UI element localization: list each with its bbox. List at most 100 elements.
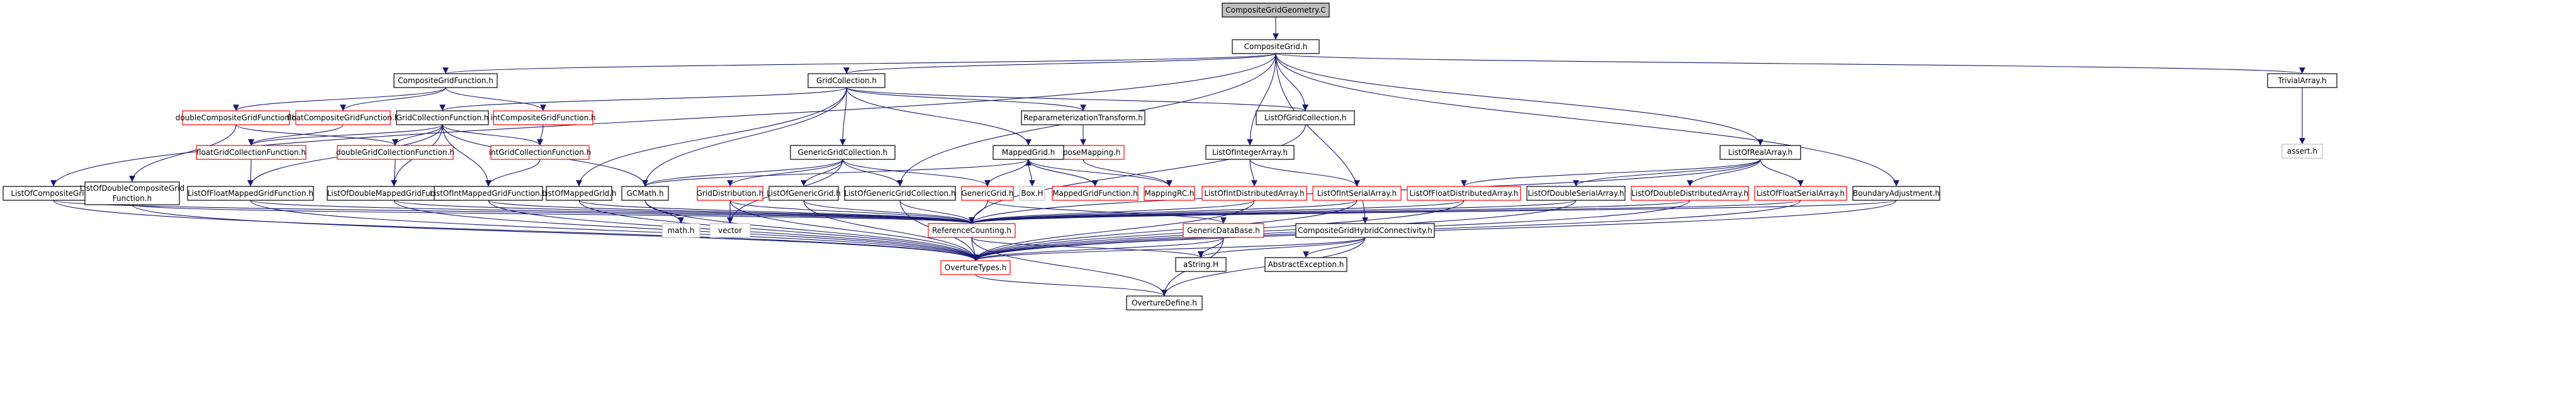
graph-node-vector: vector [709, 223, 751, 238]
node-box [993, 145, 1064, 160]
graph-node-griddistribution-h[interactable]: GridDistribution.h [697, 186, 764, 201]
node-box [1175, 257, 1227, 272]
graph-node-intcompositegridfunction-h[interactable]: intCompositeGridFunction.h [490, 110, 596, 125]
edge-CompositeGrid_h-to-ListOfGridCollection_h [1275, 53, 1308, 111]
graph-node-intgridcollectionfunction-h[interactable]: intGridCollectionFunction.h [489, 145, 592, 160]
node-label: ListOfGenericGrid.h [767, 189, 841, 198]
graph-node-floatcompositegridfunction-h[interactable]: floatCompositeGridFunction.h [287, 110, 400, 125]
graph-node-abstractexception-h[interactable]: AbstractException.h [1264, 257, 1347, 272]
graph-node-listoffloatmappedgridfunction-h[interactable]: ListOfFloatMappedGridFunction.h [187, 186, 314, 201]
edge-ListOfMappedGrid_h-to-ReferenceCounting_h [578, 200, 975, 224]
graph-node-compositegridgeometry-c[interactable]: CompositeGridGeometry.C [1222, 3, 1330, 18]
graph-node-listofcompositegrid-h[interactable]: ListOfCompositeGrid.h [3, 186, 104, 201]
graph-node-listofgenericgridcollection-h[interactable]: ListOfGenericGridCollection.h [844, 186, 956, 201]
node-label: CompositeGridGeometry.C [1225, 6, 1326, 14]
node-box [1144, 186, 1195, 201]
edge-CompositeGrid_h-to-ListOfIntegerArray_h [1247, 53, 1276, 146]
node-label: ReferenceCounting.h [932, 226, 1011, 235]
node-box [493, 110, 593, 125]
edge-GenericGridCollection_h-to-GenericGrid_h [842, 159, 991, 187]
node-box [295, 110, 391, 125]
edge-doubleCompositeGridFunction_h-to-doubleGridCollectionFunction_h [235, 124, 398, 146]
node-box [807, 73, 886, 88]
graph-node-listofintmappedgridfunction-h[interactable]: ListOfIntMappedGridFunction.h [430, 186, 547, 201]
node-label: CompositeGridFunction.h [398, 76, 493, 85]
graph-node-listofintserialarray-h[interactable]: ListOfIntSerialArray.h [1312, 186, 1402, 201]
graph-node-referencecounting-h[interactable]: ReferenceCounting.h [928, 223, 1016, 238]
graph-node-doublegridcollectionfunction-h[interactable]: doubleGridCollectionFunction.h [336, 145, 454, 160]
node-label: GenericDataBase.h [1187, 226, 1260, 235]
node-label: ListOfDoubleMappedGridFunction.h [327, 189, 461, 198]
graph-node-listofintdistributedarray-h[interactable]: ListOfIntDistributedArray.h [1201, 186, 1307, 201]
node-box [1232, 39, 1320, 54]
graph-node-gridcollection-h[interactable]: GridCollection.h [807, 73, 886, 88]
graph-node-gcmath-h[interactable]: GCMath.h [621, 186, 669, 201]
graph-node-floatgridcollectionfunction-h[interactable]: floatGridCollectionFunction.h [196, 145, 307, 160]
graph-node-overturedefine-h[interactable]: OvertureDefine.h [1126, 295, 1203, 310]
graph-node-astring-h[interactable]: aString.H [1175, 257, 1227, 272]
graph-node-genericgrid-h[interactable]: GenericGrid.h [961, 186, 1014, 201]
edge-MappedGrid_h-to-GCMath_h [642, 159, 1029, 187]
edges-layer [50, 16, 2305, 297]
graph-node-genericgridcollection-h[interactable]: GenericGridCollection.h [790, 145, 896, 160]
graph-node-doublecompositegridfunction-h[interactable]: doubleCompositeGridFunction.h [176, 110, 297, 125]
node-label: ListOfDoubleSerialArray.h [1527, 189, 1624, 198]
graph-node-listofgridcollection-h[interactable]: ListOfGridCollection.h [1256, 110, 1355, 125]
node-box [1201, 186, 1307, 201]
graph-node-mappingrc-h[interactable]: MappingRC.h [1144, 186, 1195, 201]
edge-ListOfDoubleDistributedArray_h-to-ReferenceCounting_h [969, 200, 1690, 224]
graph-node-listofdoubleserialarray-h[interactable]: ListOfDoubleSerialArray.h [1526, 186, 1626, 201]
edge-GridCollectionFunction_h-to-intGridCollectionFunction_h [442, 124, 543, 146]
graph-node-mappedgridfunction-h[interactable]: MappedGridFunction.h [1052, 186, 1139, 201]
graph-node-listofdoubledistributedarray-h[interactable]: ListOfDoubleDistributedArray.h [1631, 186, 1749, 201]
graph-node-listofgenericgrid-h[interactable]: ListOfGenericGrid.h [767, 186, 841, 201]
edge-GridCollection_h-to-GCMath_h [642, 87, 847, 187]
graph-node-listoffloatdistributedarray-h[interactable]: ListOfFloatDistributedArray.h [1407, 186, 1521, 201]
edge-ReferenceCounting_h-to-OvertureDefine_h [971, 237, 1167, 297]
node-box [393, 73, 498, 88]
graph-node-listoffloatserialarray-h[interactable]: ListOfFloatSerialArray.h [1754, 186, 1847, 201]
edge-BoundaryAdjustment_h-to-OvertureTypes_h [972, 200, 1897, 261]
edge-GridCollection_h-to-GridCollectionFunction_h [439, 87, 847, 111]
graph-node-listofdoublemappedgridfunction-h[interactable]: ListOfDoubleMappedGridFunction.h [327, 186, 461, 201]
edge-ListOfDoubleCompositeGridFunction_h-to-ReferenceCounting_h [132, 204, 975, 224]
graph-node-boundaryadjustment-h[interactable]: BoundaryAdjustment.h [1852, 186, 1940, 201]
graph-node-listofintegerarray-h[interactable]: ListOfIntegerArray.h [1205, 145, 1295, 160]
edge-ListOfDoubleSerialArray_h-to-OvertureTypes_h [972, 200, 1577, 261]
graph-node-genericdatabase-h[interactable]: GenericDataBase.h [1183, 223, 1264, 238]
graph-node-listofmappedgrid-h[interactable]: ListOfMappedGrid.h [541, 186, 617, 201]
edge-MappedGridFunction_h-to-MappedGrid_h [1025, 159, 1096, 187]
node-box [1526, 186, 1626, 201]
node-box [1183, 223, 1264, 238]
node-label: ListOfGenericGridCollection.h [844, 189, 955, 198]
node-box [2281, 144, 2323, 159]
node-label: AbstractException.h [1268, 260, 1344, 269]
graph-node-compositegrid-h[interactable]: CompositeGrid.h [1232, 39, 1320, 54]
graph-node-trivialarray-h[interactable]: TrivialArray.h [2267, 73, 2337, 88]
node-box [84, 181, 180, 205]
graph-node-compositegridhybridconnectivity-h[interactable]: CompositeGridHybridConnectivity.h [1295, 223, 1435, 238]
node-label: GenericGridCollection.h [798, 148, 888, 157]
edge-GridCollectionFunction_h-to-ListOfIntMappedGridFunction_h [442, 124, 492, 187]
node-label: assert.h [2287, 147, 2317, 156]
graph-node-overturetypes-h[interactable]: OvertureTypes.h [940, 260, 1011, 275]
node-label: ListOfIntegerArray.h [1212, 148, 1288, 157]
edge-ListOfDoubleMappedGridFunction_h-to-ReferenceCounting_h [393, 200, 975, 224]
graph-node-listofrealarray-h[interactable]: ListOfRealArray.h [1719, 145, 1801, 160]
edge-ListOfIntegerArray_h-to-ListOfIntDistributedArray_h [1249, 159, 1257, 187]
graph-node-mappedgrid-h[interactable]: MappedGrid.h [993, 145, 1064, 160]
node-box [490, 145, 590, 160]
edge-GridCollection_h-to-GenericGridCollection_h [840, 87, 847, 146]
edge-ListOfGenericGrid_h-to-OvertureTypes_h [803, 200, 979, 261]
node-label: ReparameterizationTransform.h [1023, 113, 1143, 122]
edge-ListOfIntegerArray_h-to-ListOfIntSerialArray_h [1249, 159, 1360, 187]
graph-node-gridcollectionfunction-h[interactable]: GridCollectionFunction.h [396, 110, 489, 125]
graph-node-reparameterizationtransform-h[interactable]: ReparameterizationTransform.h [1021, 110, 1145, 125]
node-label: OvertureDefine.h [1132, 299, 1197, 307]
node-box [2267, 73, 2337, 88]
graph-node-compositegridfunction-h[interactable]: CompositeGridFunction.h [393, 73, 498, 88]
edge-MappedGrid_h-to-GenericGrid_h [984, 159, 1029, 187]
node-box [961, 186, 1014, 201]
edge-floatGridCollectionFunction_h-to-ListOfFloatMappedGridFunction_h [247, 159, 254, 187]
